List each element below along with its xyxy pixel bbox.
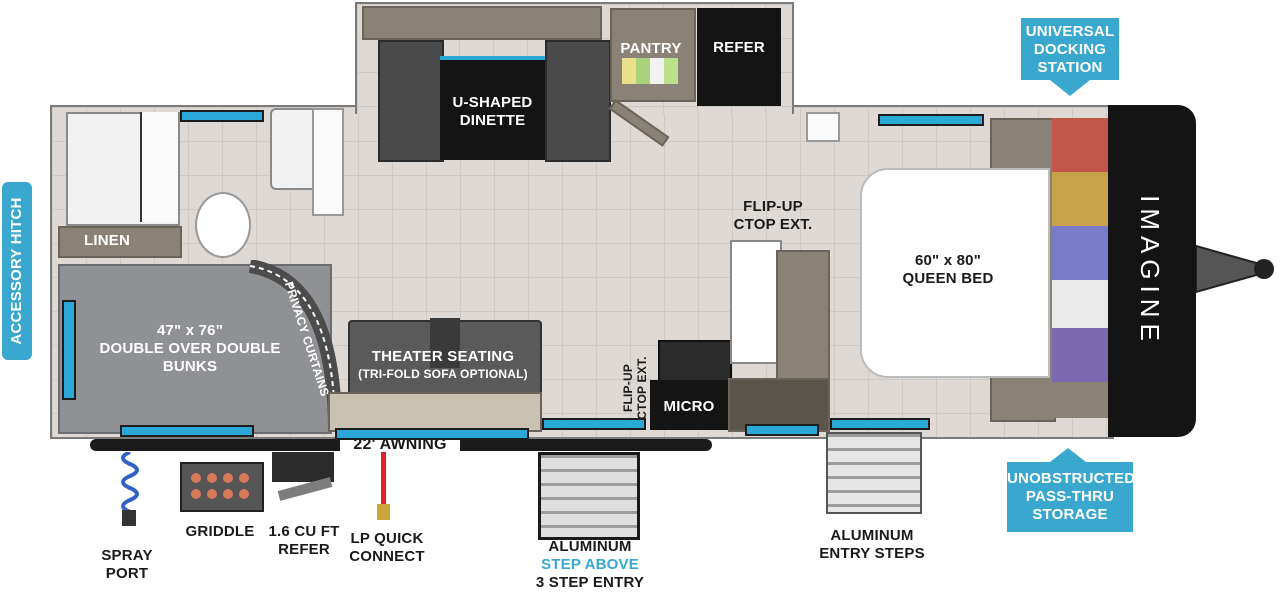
pantry-label: PANTRY: [620, 40, 682, 57]
tri-fold-label: (TRI-FOLD SOFA OPTIONAL): [358, 367, 528, 381]
dinette-table-light: [440, 56, 545, 60]
bath-wall: [312, 108, 344, 216]
dinette-table: [440, 56, 545, 160]
bedroom-shelf-items: [1052, 118, 1108, 418]
lp-quick-connect-line: [381, 452, 386, 508]
refer: [697, 8, 781, 106]
griddle: [180, 462, 264, 512]
side-window-4: [830, 418, 930, 430]
bunk-window: [62, 300, 76, 400]
kitchen-cabinet: [776, 250, 830, 384]
side-window-2: [335, 428, 529, 440]
bedroom-window-top: [878, 114, 984, 126]
accessory-hitch-label: ACCESSORY HITCH: [8, 197, 25, 345]
tongue-hitch: [1196, 244, 1274, 294]
linen-cabinet: [58, 226, 182, 258]
queen-bed-label: 60" x 80"QUEEN BED: [902, 252, 994, 287]
entertainment-cabinet: [328, 392, 542, 432]
unobstructed-badge: [1007, 462, 1133, 532]
kitchen-lower-cabinet: [728, 378, 830, 432]
micro-label: MICRO: [663, 398, 715, 415]
griddle-burners: [191, 473, 249, 499]
universal-docking-badge: [1021, 18, 1119, 80]
universal-docking-pointer: [1050, 80, 1090, 96]
bedroom-wall-block: [806, 112, 840, 142]
kitchen-counter: [730, 240, 782, 364]
step-above-entry-steps: [538, 452, 640, 540]
brand-logo: IMAGINE: [1135, 195, 1165, 347]
spray-port-hose: [121, 452, 139, 526]
dinette-seat-right: [545, 40, 611, 162]
side-window-3: [542, 418, 646, 430]
bath-window: [180, 110, 264, 122]
accessory-hitch-badge: [2, 182, 32, 360]
kitchen-window: [745, 424, 819, 436]
front-cap: [1108, 105, 1196, 437]
griddle-label: GRIDDLE: [185, 523, 255, 540]
lp-quick-connect-fitting: [377, 504, 390, 520]
awning-label: 22' AWNING: [340, 436, 460, 454]
queen-bed: [860, 168, 1050, 378]
linen-label: LINEN: [84, 232, 130, 249]
entry-steps: [826, 432, 922, 514]
shower-glass: [140, 112, 178, 222]
pantry-cabinet: [610, 8, 696, 102]
unobstructed-pointer: [1050, 448, 1086, 462]
stove-top: [658, 340, 732, 382]
outside-refer: [272, 452, 334, 482]
theater-seating-label: THEATER SEATING: [371, 348, 515, 365]
dinette-top-cabinet: [362, 6, 602, 40]
refer-label: REFER: [713, 39, 765, 56]
pantry-shelves: [622, 58, 678, 84]
theater-console: [430, 318, 460, 368]
side-window-1: [120, 425, 254, 437]
microwave: [650, 380, 728, 430]
dinette-seat-left: [378, 40, 444, 162]
toilet: [195, 192, 251, 258]
